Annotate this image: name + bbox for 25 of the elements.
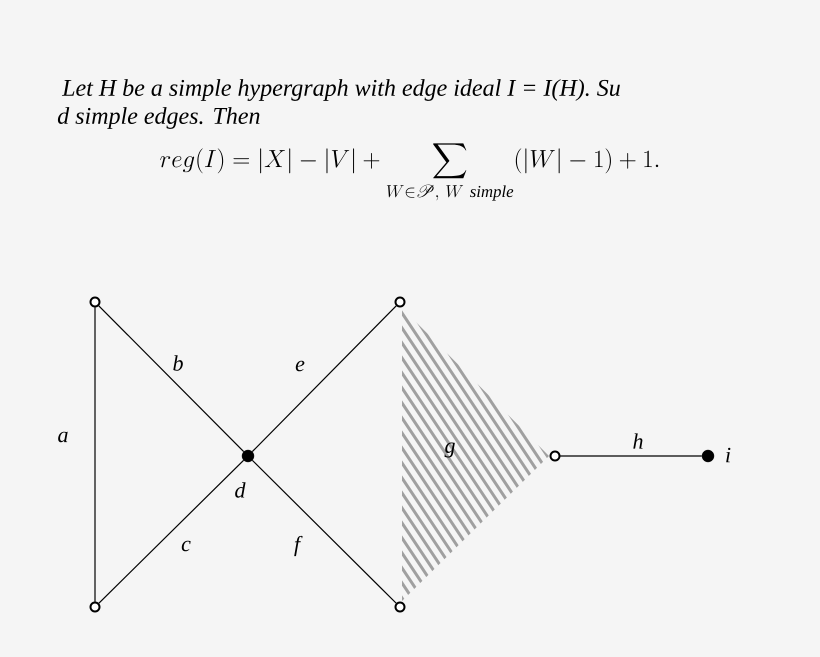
vertex (550, 450, 560, 462)
edge-label: c (182, 540, 191, 552)
vertex (702, 450, 714, 462)
edge-label: e (296, 360, 304, 372)
edge-line (252, 305, 397, 452)
formula: $reg(I)=|X|-|V|+\sum_{W\in\mathscr{P},\ W\ \mathit{simple}}(|W|-1)+1.$ (160, 143, 658, 201)
edge-line (98, 305, 244, 452)
vertex-label: i (726, 448, 730, 462)
edge-line (252, 460, 397, 604)
edge-label: f (294, 536, 303, 556)
vertex-label: d (235, 482, 246, 498)
text-line: Let H be a simple hypergraph with edge ideal I = I(H). Su (62, 79, 620, 101)
vertex (394, 602, 406, 612)
vertex (90, 296, 100, 308)
edge-label: h (633, 433, 643, 449)
text-line: d simple edges. Then (58, 107, 260, 129)
vertex (90, 602, 100, 612)
hatched-triangle: g (402, 308, 549, 601)
edge-line (98, 460, 244, 604)
vertex (394, 296, 406, 308)
edge-label: a (58, 432, 68, 442)
edge-line (560, 455, 702, 457)
vertex (242, 450, 254, 462)
edge-line (94, 308, 96, 602)
edge-label: b (173, 355, 183, 371)
